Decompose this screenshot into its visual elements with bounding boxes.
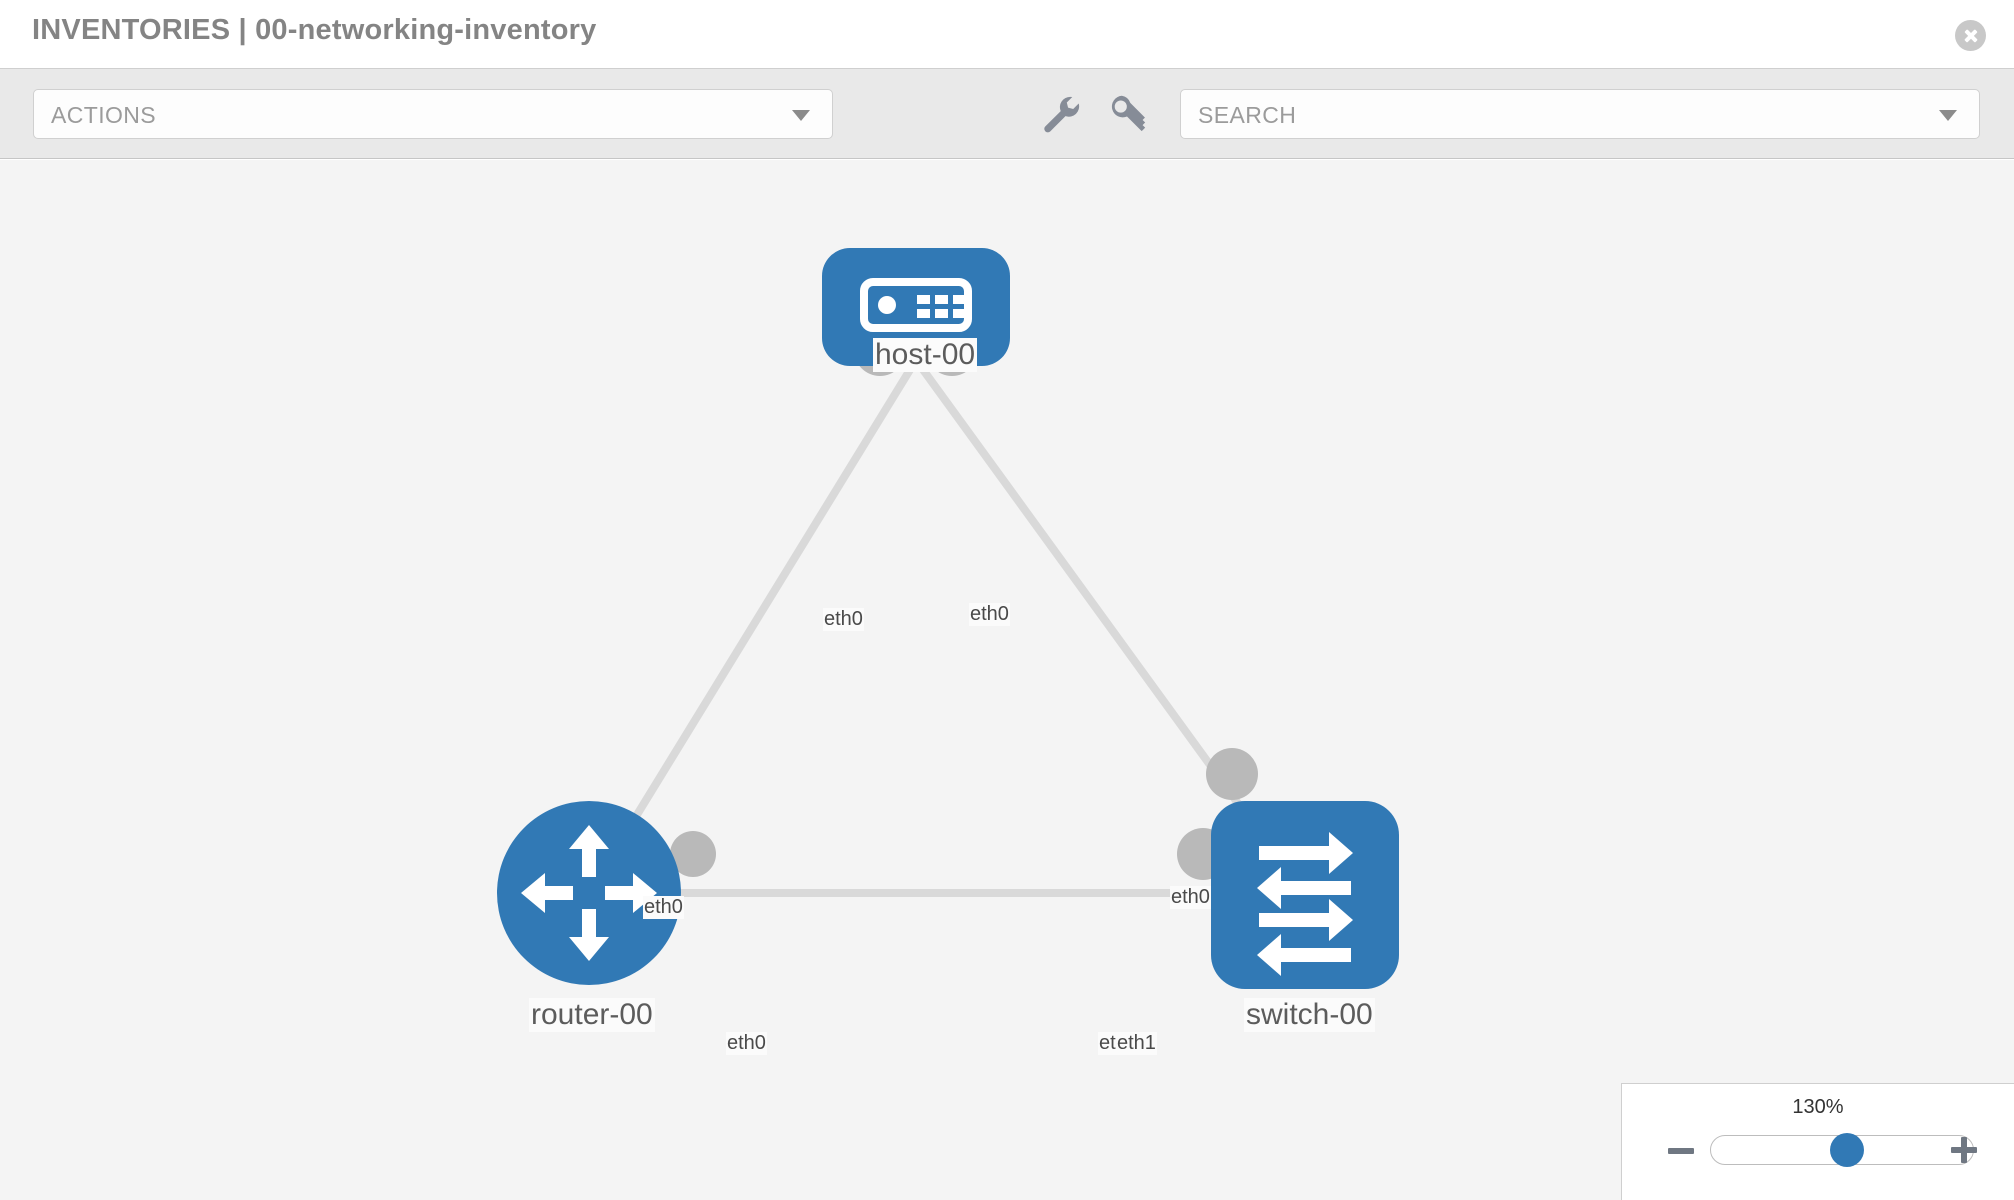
- server-icon: [860, 278, 972, 332]
- close-icon[interactable]: [1955, 20, 1986, 51]
- node-switch-00[interactable]: [1211, 801, 1399, 989]
- topology-ports: [670, 324, 1258, 880]
- switch-arrows-icon: [1257, 832, 1353, 976]
- key-icon[interactable]: [1105, 91, 1149, 135]
- node-router-00[interactable]: [497, 801, 681, 985]
- actions-dropdown-label: ACTIONS: [51, 102, 157, 128]
- zoom-out-button[interactable]: [1668, 1148, 1694, 1154]
- node-host-00[interactable]: [822, 248, 1010, 366]
- zoom-slider[interactable]: [1710, 1133, 1974, 1167]
- node-label-router-00: router-00: [529, 998, 655, 1032]
- edge-label: eth0: [823, 608, 864, 631]
- toolbar: ACTIONS SEARCH: [0, 69, 2014, 159]
- topology-canvas[interactable]: host-00 router-00 switch-00 eth0 eth0 et…: [0, 160, 2014, 1200]
- node-label-switch-00: switch-00: [1244, 998, 1375, 1032]
- zoom-control-panel: 130%: [1621, 1083, 2014, 1200]
- zoom-in-button[interactable]: [1950, 1136, 1978, 1164]
- zoom-level-value: 130%: [1792, 1096, 1844, 1118]
- edge-label: eth1: [1116, 1032, 1157, 1055]
- edge-label: eth0: [1170, 886, 1211, 909]
- node-label-host-00: host-00: [873, 338, 978, 372]
- port-switch-eth0[interactable]: [1206, 748, 1258, 800]
- search-placeholder: SEARCH: [1198, 102, 1297, 128]
- port-router-eth0[interactable]: [670, 831, 716, 877]
- node-router-00-shape[interactable]: [497, 801, 681, 985]
- wrench-icon[interactable]: [1038, 91, 1082, 135]
- node-host-00-shape[interactable]: [822, 248, 1010, 366]
- chevron-down-icon: [792, 110, 810, 121]
- actions-dropdown[interactable]: ACTIONS: [33, 89, 833, 139]
- chevron-down-icon: [1939, 110, 1957, 121]
- zoom-slider-thumb[interactable]: [1830, 1133, 1865, 1167]
- page-title: INVENTORIES | 00-networking-inventory: [32, 14, 597, 46]
- edge-label: eth0: [969, 603, 1010, 626]
- search-input[interactable]: SEARCH: [1180, 89, 1980, 139]
- app-header: INVENTORIES | 00-networking-inventory: [0, 0, 2014, 69]
- edge-label: eth0: [726, 1032, 767, 1055]
- edge-label: eth0: [643, 896, 684, 919]
- link-host-router[interactable]: [585, 357, 920, 896]
- topology-links: [585, 357, 1307, 897]
- topology-graph: [497, 248, 1399, 989]
